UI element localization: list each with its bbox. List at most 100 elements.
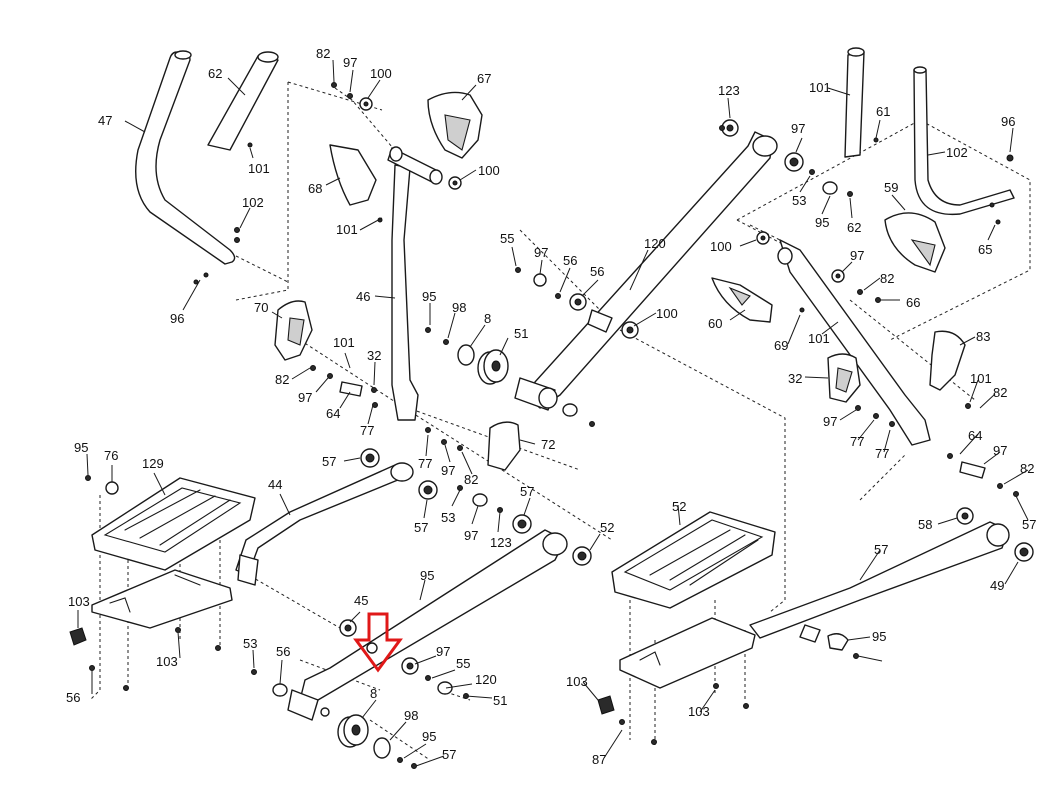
cover-69 [929,330,966,391]
callout-label: 96 [170,311,184,326]
callout-label: 57 [442,747,456,762]
callout-label: 56 [590,264,604,279]
callout-label: 97 [441,463,455,478]
callout-label: 97 [534,245,548,260]
callout-label: 95 [872,629,886,644]
callout-label: 95 [422,289,436,304]
callout-label: 123 [490,535,512,550]
callout-label: 32 [788,371,802,386]
callout-label: 51 [514,326,528,341]
callout-label: 55 [500,231,514,246]
callout-label: 87 [592,752,606,767]
callout-label: 53 [243,636,257,651]
callout-label: 101 [248,161,270,176]
callout-label: 97 [464,528,478,543]
callout-label: 103 [156,654,178,669]
callout-label: 98 [404,708,418,723]
callout-label: 95 [74,440,88,455]
callout-label: 51 [493,693,507,708]
pedal-bracket-left [91,569,233,629]
callout-label: 66 [906,295,920,310]
callout-label: 56 [66,690,80,705]
callout-label: 57 [520,484,534,499]
callout-label: 77 [418,456,432,471]
pedal-arm-45 [287,529,568,721]
callout-label: 102 [946,145,968,160]
pedal-bracket-right [619,617,756,689]
pedal-arm-58 [749,521,1010,643]
callout-label: 57 [414,520,428,535]
callout-label: 57 [874,542,888,557]
bearings [339,97,1034,675]
callout-label: 64 [968,428,982,443]
cover-67 [427,91,483,159]
callout-label: 60 [708,316,722,331]
callout-label: 57 [322,454,336,469]
callout-label: 120 [475,672,497,687]
callout-label: 100 [370,66,392,81]
cover-70 [274,300,313,361]
callout-label: 82 [275,372,289,387]
callout-label: 62 [208,66,222,81]
callout-label: 120 [644,236,666,251]
callout-label: 101 [333,335,355,350]
callout-label: 53 [441,510,455,525]
highlight-arrow [353,612,403,673]
handlebar-grip-62-right [844,47,865,158]
callout-label: 103 [68,594,90,609]
callout-label: 97 [436,644,450,659]
callout-label: 101 [809,80,831,95]
cover-65 [884,212,946,273]
wheel-51-bottom [337,714,369,748]
callout-label: 67 [477,71,491,86]
callout-label: 97 [850,248,864,263]
callout-label: 95 [422,729,436,744]
callout-label: 123 [718,83,740,98]
callout-label: 77 [875,446,889,461]
spacers [339,381,986,479]
end-caps [69,481,849,715]
callout-label: 64 [326,406,340,421]
callout-label: 56 [276,644,290,659]
pedal-49 [611,511,776,609]
callout-label: 69 [774,338,788,353]
upright-arm-46 [387,146,443,421]
callout-label: 95 [815,215,829,230]
callout-label: 95 [420,568,434,583]
callout-label: 53 [792,193,806,208]
callout-label: 47 [98,113,112,128]
callout-label: 100 [478,163,500,178]
callout-label: 97 [343,55,357,70]
callout-label: 68 [308,181,322,196]
callout-label: 97 [993,443,1007,458]
callout-label: 83 [976,329,990,344]
callout-label: 103 [688,704,710,719]
pedal-arm-44 [235,462,414,586]
callout-label: 70 [254,300,268,315]
callout-label: 52 [672,499,686,514]
arm-59 [514,131,778,411]
callout-label: 76 [104,448,118,463]
callout-label: 100 [656,306,678,321]
callout-label: 49 [990,578,1004,593]
leader-lines [77,59,1029,767]
fasteners [85,82,1019,769]
callout-label: 62 [847,220,861,235]
right-handlebar-61 [913,66,1015,216]
callout-label: 45 [354,593,368,608]
washers [272,181,838,759]
callout-label: 8 [370,686,377,701]
callout-label: 103 [566,674,588,689]
callout-label: 8 [484,311,491,326]
callout-label: 102 [242,195,264,210]
callout-label: 82 [464,472,478,487]
callout-label: 82 [316,46,330,61]
pedal-129 [91,477,256,571]
callout-label: 72 [541,437,555,452]
cover-72 [487,421,521,471]
callout-label: 101 [336,222,358,237]
callout-label: 101 [808,331,830,346]
